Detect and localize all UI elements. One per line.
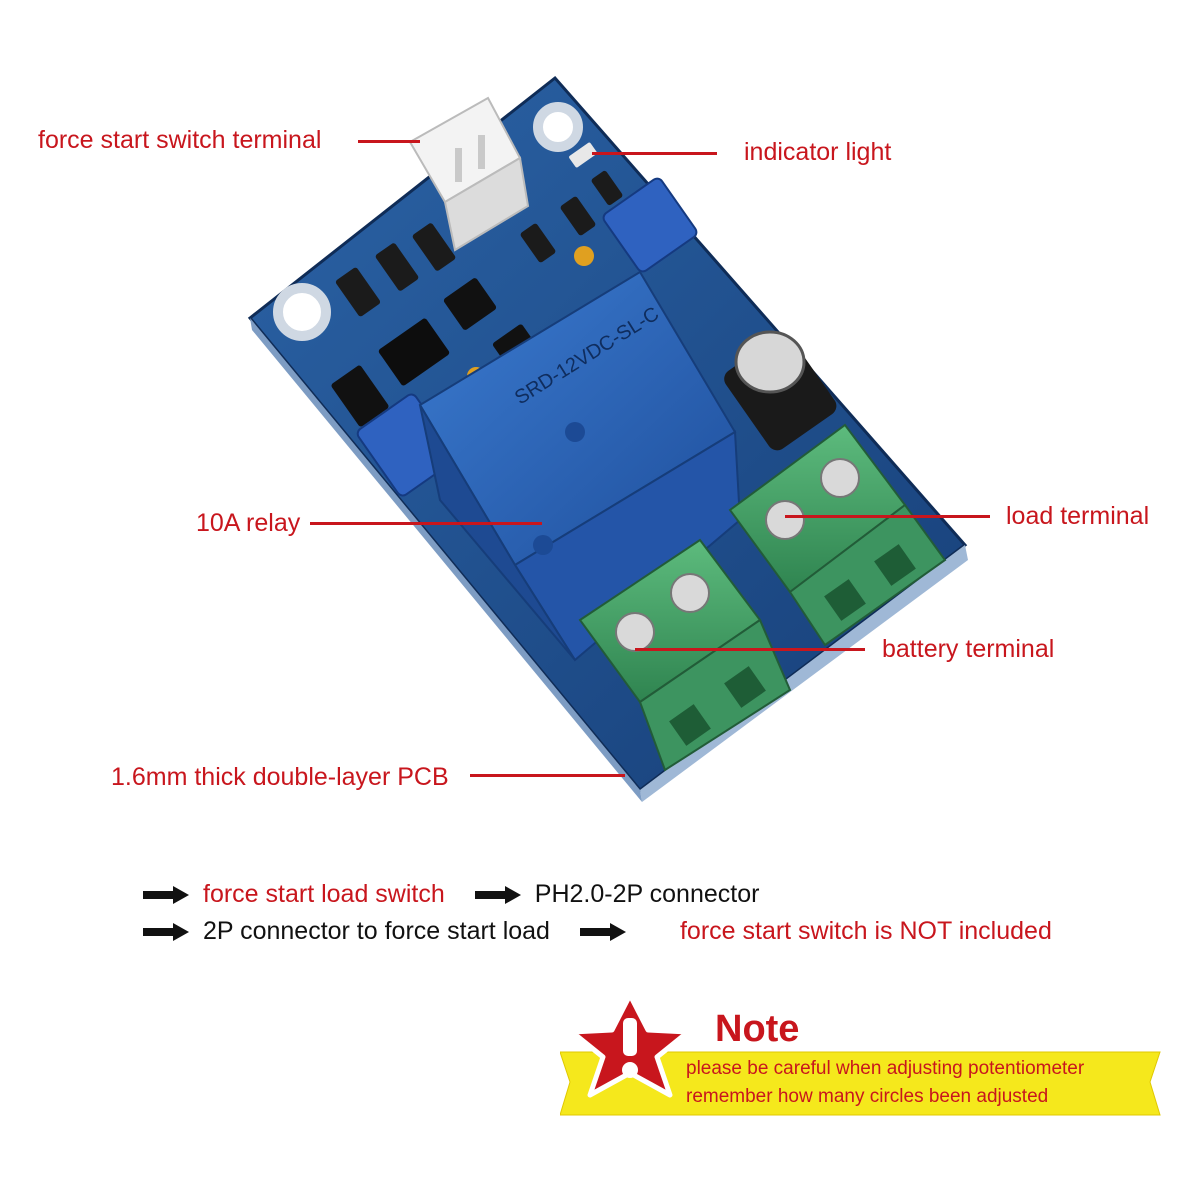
leader-load-terminal [785,515,990,518]
arrow-icon [579,923,626,942]
note-line-circles: remember how many circles been adjusted [686,1086,1049,1107]
battery-terminal-block [578,538,792,772]
note-force-start-load-switch: force start load switch [203,880,445,908]
load-terminal-block [728,423,947,647]
label-battery-terminal: battery terminal [882,635,1055,663]
note-title: Note [715,1008,800,1050]
label-pcb: 1.6mm thick double-layer PCB [111,763,449,791]
banner-tape [560,1051,1161,1116]
leader-10a-relay [310,522,542,525]
label-10a-relay: 10A relay [196,509,301,537]
leader-pcb [470,774,625,777]
note-line-1: force start load switch PH2.0-2P connecto… [143,880,759,909]
arrow-icon [143,886,189,905]
ph2-connector [408,96,530,252]
note-2p-connector: 2P connector to force start load [203,917,550,945]
pcb-edge [640,545,968,802]
potentiometer [602,177,698,273]
mounting-hole [273,283,331,341]
arrow-icon [143,923,189,942]
note-line-2: 2P connector to force start load force st… [143,917,1052,946]
arrow-icon [474,886,521,905]
mounting-hole [533,102,583,152]
label-load-terminal: load terminal [1006,502,1150,530]
label-force-start-switch-terminal: force start switch terminal [38,126,322,154]
label-indicator-light: indicator light [744,138,892,166]
leader-indicator-light [592,152,717,155]
leader-battery-terminal [635,648,865,651]
warning-banner [560,992,1161,1116]
note-line-potentiometer: please be careful when adjusting potenti… [686,1058,1085,1079]
note-ph-connector: PH2.0-2P connector [534,880,760,908]
note-switch-not-included: force start switch is NOT included [679,917,1052,945]
capacitor [724,330,837,451]
exclamation-icon [623,1018,637,1056]
leader-force-start-switch [358,140,420,143]
